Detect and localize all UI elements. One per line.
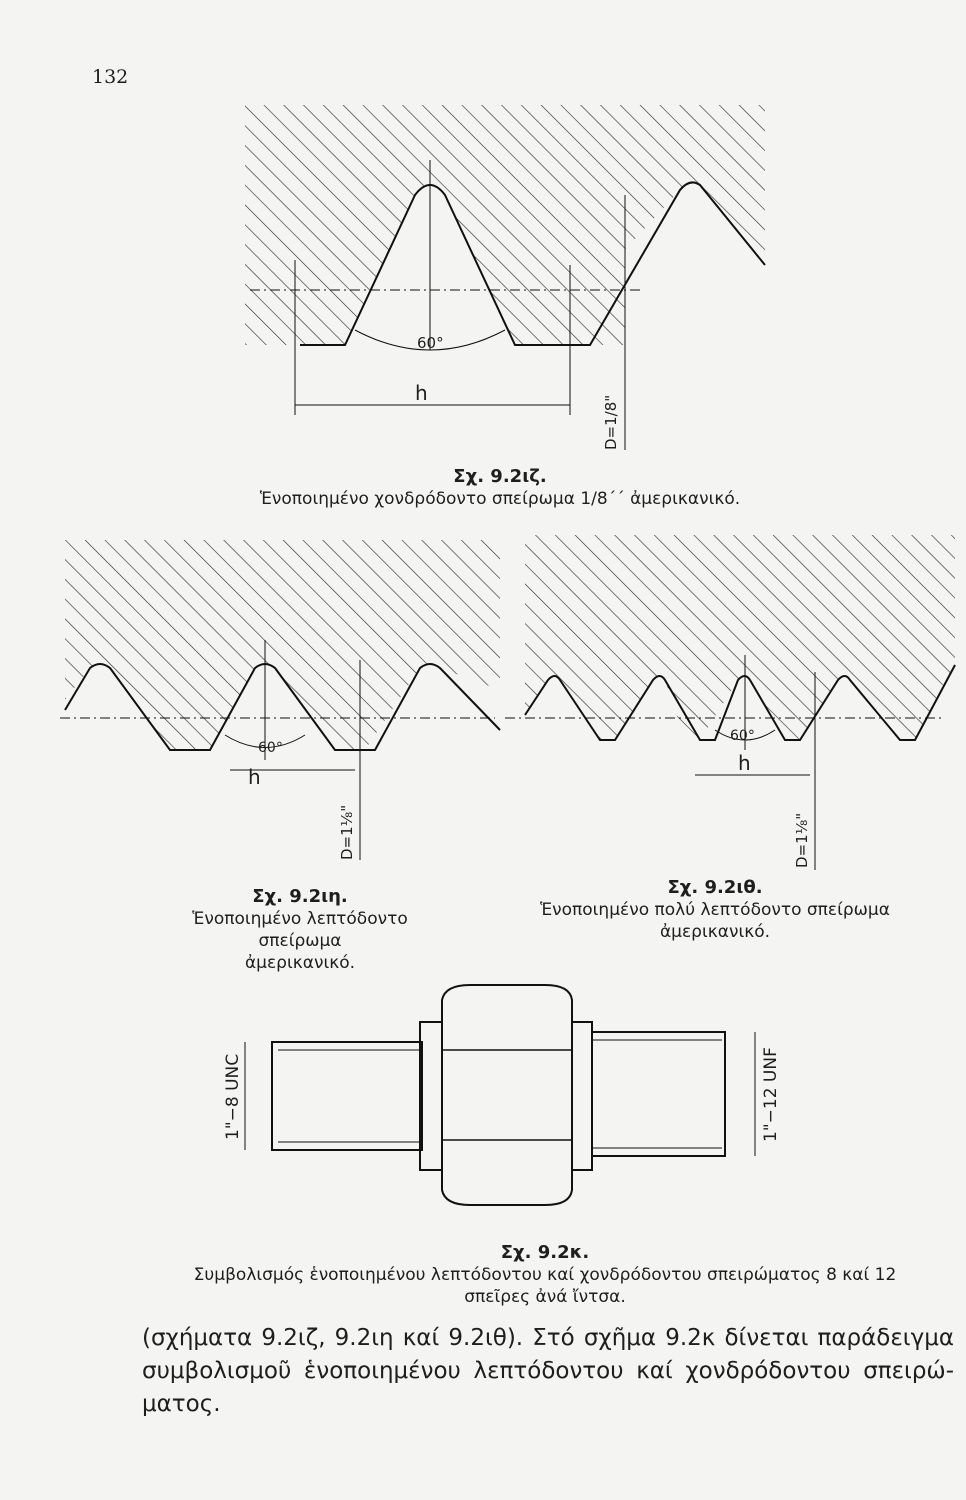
caption-text: Συμβολισμός ἑνοποιημένου λεπτόδοντου καί…	[193, 1265, 897, 1285]
diameter-label: D=1/8"	[602, 395, 620, 450]
figure-9-2ith-extra-fine-thread: 60° h D=1⅛"	[505, 535, 956, 870]
angle-label: 60°	[258, 740, 283, 756]
figure-number: Σχ. 9.2ιη.	[252, 886, 348, 907]
caption-text: Ἑνοποιημένο λεπτόδοντο σπείρωμα	[192, 909, 408, 951]
figure-caption-9-2iz: Σχ. 9.2ιζ. Ἑνοποιημένο χονδρόδοντο σπείρ…	[200, 466, 800, 510]
caption-text: σπεῖρες ἀνά ἴντσα.	[464, 1287, 626, 1307]
page-number: 132	[92, 66, 129, 88]
diameter-label: D=1⅛"	[338, 805, 356, 860]
figure-number: Σχ. 9.2κ.	[500, 1242, 590, 1263]
figure-caption-9-2ith: Σχ. 9.2ιθ. Ἑνοποιημένο πολύ λεπτόδοντο σ…	[500, 877, 930, 943]
h-label: h	[415, 381, 428, 405]
angle-label: 60°	[417, 334, 444, 352]
body-paragraph: (σχήματα 9.2ιζ, 9.2ιη καί 9.2ιθ). Στό σχ…	[142, 1325, 954, 1417]
unc-label: 1"−8 UNC	[223, 1054, 243, 1140]
figure-9-2ih-fine-thread: 60° h D=1⅛"	[60, 540, 501, 860]
unf-label: 1"−12 UNF	[761, 1047, 781, 1142]
figure-caption-9-2k: Σχ. 9.2κ. Συμβολισμός ἑνοποιημένου λεπτό…	[130, 1242, 960, 1308]
caption-text: ἀμερικανικό.	[659, 922, 771, 942]
caption-text: ἀμερικανικό.	[244, 953, 356, 973]
figure-9-2k-bolt	[244, 984, 756, 1206]
figure-number: Σχ. 9.2ιθ.	[667, 877, 763, 898]
angle-label: 60°	[730, 728, 755, 744]
figure-number: Σχ. 9.2ιζ.	[453, 466, 547, 487]
figure-caption-9-2ih: Σχ. 9.2ιη. Ἑνοποιημένο λεπτόδοντο σπείρω…	[150, 886, 450, 974]
h-label: h	[738, 751, 751, 775]
caption-text: Ἑνοποιημένο χονδρόδοντο σπείρωμα 1/8΄΄ ἀ…	[259, 489, 741, 509]
figure-9-2iz-coarse-thread: 60° h D=1/8"	[245, 105, 766, 450]
caption-text: Ἑνοποιημένο πολύ λεπτόδοντο σπείρωμα	[540, 900, 890, 920]
h-label: h	[248, 765, 261, 789]
diameter-label: D=1⅛"	[793, 813, 811, 868]
